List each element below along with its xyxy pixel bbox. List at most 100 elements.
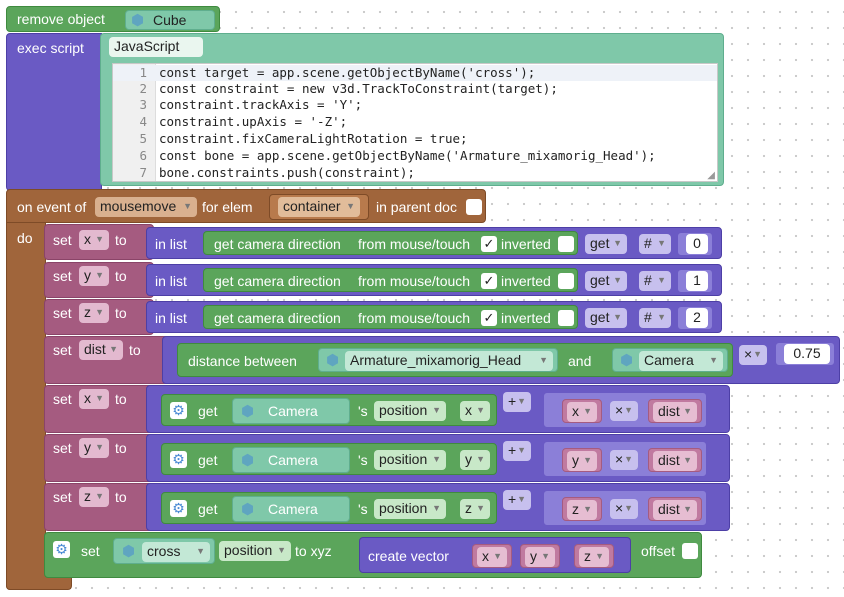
var-get-block[interactable]: dist▼	[648, 399, 702, 423]
get-position-block[interactable]: ⚙ get ⬢ Camera 's position▼ x▼	[161, 394, 497, 426]
distance-between-block[interactable]: distance between ⬢ Armature_mixamorig_He…	[177, 343, 733, 377]
var-get-dropdown[interactable]: y▼	[567, 451, 597, 471]
event-dropdown[interactable]: mousemove▼	[95, 197, 197, 217]
var-y-dropdown[interactable]: y▼	[79, 266, 109, 286]
var-get-block[interactable]: y▼	[562, 448, 602, 472]
get-dropdown[interactable]: get▼	[585, 271, 627, 291]
var-get-dropdown[interactable]: dist▼	[653, 500, 697, 520]
var-get-block[interactable]: x▼	[472, 544, 512, 568]
axis-dropdown[interactable]: z▼	[460, 499, 490, 519]
operator-dropdown[interactable]: +▼	[503, 490, 531, 510]
set-y-position-block[interactable]: set y▼ to	[44, 434, 154, 482]
multiply-block[interactable]: x▼ ×▼ dist▼	[543, 392, 707, 428]
var-get-dropdown[interactable]: y▼	[525, 547, 555, 567]
exec-script-block[interactable]: exec script	[6, 33, 102, 191]
camera-object-dropdown[interactable]: Camera▼	[639, 351, 723, 371]
index-field[interactable]: 1	[686, 271, 708, 291]
var-z-dropdown[interactable]: z▼	[79, 303, 109, 323]
property-dropdown[interactable]: position▼	[374, 499, 446, 519]
from-mouse-checkbox[interactable]: ✓	[481, 310, 497, 326]
code-line[interactable]: 7 bone.constraints.push(constraint);	[113, 165, 717, 181]
object-dropdown[interactable]: Cube	[153, 12, 187, 28]
offset-checkbox[interactable]	[682, 543, 698, 559]
camera-direction-block[interactable]: get camera direction from mouse/touch ✓ …	[203, 231, 578, 255]
property-dropdown[interactable]: position▼	[374, 450, 446, 470]
inverted-checkbox[interactable]	[558, 310, 574, 326]
inverted-checkbox[interactable]	[558, 273, 574, 289]
operator-dropdown[interactable]: +▼	[503, 441, 531, 461]
operator-dropdown[interactable]: ×▼	[610, 401, 638, 421]
var-z-dropdown[interactable]: z▼	[79, 487, 109, 507]
get-dropdown[interactable]: get▼	[585, 308, 627, 328]
index-mode-dropdown[interactable]: #▼	[639, 308, 671, 328]
var-get-dropdown[interactable]: x▼	[567, 402, 597, 422]
var-get-dropdown[interactable]: z▼	[567, 500, 597, 520]
index-block[interactable]: 2	[677, 306, 713, 330]
resize-handle-icon[interactable]: ◢	[707, 170, 715, 181]
object-selector[interactable]: ⬢ Cube	[125, 10, 215, 30]
in-parent-doc-checkbox[interactable]	[466, 199, 482, 215]
multiplier-block[interactable]: 0.75	[775, 342, 835, 366]
set-position-block[interactable]: ⚙ set ⬢ cross▼ position▼ to xyz create v…	[44, 532, 702, 578]
add-block-y[interactable]: ⚙ get ⬢ Camera 's position▼ y▼ +▼ y▼ ×▼ …	[146, 434, 730, 482]
code-line[interactable]: 2 const constraint = new v3d.TrackToCons…	[113, 81, 717, 97]
var-get-block[interactable]: z▼	[562, 497, 602, 521]
index-field[interactable]: 0	[686, 234, 708, 254]
set-x-position-block[interactable]: set x▼ to	[44, 385, 154, 433]
var-get-block[interactable]: z▼	[574, 544, 614, 568]
code-line[interactable]: 1 const target = app.scene.getObjectByNa…	[113, 65, 717, 81]
from-mouse-checkbox[interactable]: ✓	[481, 273, 497, 289]
var-dist-dropdown[interactable]: dist▼	[79, 340, 123, 360]
gear-icon[interactable]: ⚙	[170, 451, 187, 468]
get-position-block[interactable]: ⚙ get ⬢ Camera 's position▼ y▼	[161, 443, 497, 475]
var-get-dropdown[interactable]: x▼	[477, 547, 507, 567]
operator-dropdown[interactable]: ×▼	[739, 345, 767, 365]
language-dropdown[interactable]: JavaScript	[109, 37, 203, 57]
index-block[interactable]: 0	[677, 232, 713, 256]
code-line[interactable]: 4 constraint.upAxis = '-Z';	[113, 114, 717, 130]
var-get-block[interactable]: dist▼	[648, 448, 702, 472]
camera-object-block[interactable]: ⬢ Camera▼	[612, 348, 728, 372]
multiply-block[interactable]: z▼ ×▼ dist▼	[543, 490, 707, 526]
camera-object-label[interactable]: Camera	[268, 452, 318, 468]
elem-block[interactable]: container▼	[269, 194, 369, 220]
camera-direction-block[interactable]: get camera direction from mouse/touch ✓ …	[203, 305, 578, 329]
elem-dropdown[interactable]: container▼	[278, 197, 360, 217]
remove-object-block[interactable]: remove object ⬢ Cube	[6, 6, 220, 32]
cross-object-block[interactable]: ⬢ cross▼	[113, 538, 215, 564]
add-block-z[interactable]: ⚙ get ⬢ Camera 's position▼ z▼ +▼ z▼ ×▼ …	[146, 483, 730, 531]
var-get-block[interactable]: x▼	[562, 399, 602, 423]
index-block[interactable]: 1	[677, 269, 713, 293]
multiplier-field[interactable]: 0.75	[784, 344, 830, 364]
set-z-block[interactable]: set z▼ to	[44, 299, 154, 335]
var-x-dropdown[interactable]: x▼	[79, 389, 109, 409]
code-line[interactable]: 5 constraint.fixCameraLightRotation = tr…	[113, 131, 717, 147]
camera-object-block[interactable]: ⬢ Camera	[232, 496, 350, 522]
from-mouse-checkbox[interactable]: ✓	[481, 236, 497, 252]
var-get-block[interactable]: dist▼	[648, 497, 702, 521]
get-dropdown[interactable]: get▼	[585, 234, 627, 254]
camera-object-label[interactable]: Camera	[268, 403, 318, 419]
gear-icon[interactable]: ⚙	[53, 541, 70, 558]
in-list-block-x[interactable]: in list get camera direction from mouse/…	[146, 227, 722, 259]
var-y-dropdown[interactable]: y▼	[79, 438, 109, 458]
operator-dropdown[interactable]: +▼	[503, 392, 531, 412]
var-get-dropdown[interactable]: z▼	[579, 547, 609, 567]
operator-dropdown[interactable]: ×▼	[610, 450, 638, 470]
var-get-dropdown[interactable]: dist▼	[653, 402, 697, 422]
index-mode-dropdown[interactable]: #▼	[639, 271, 671, 291]
code-editor[interactable]: 1 const target = app.scene.getObjectByNa…	[112, 63, 718, 182]
get-position-block[interactable]: ⚙ get ⬢ Camera 's position▼ z▼	[161, 492, 497, 524]
operator-dropdown[interactable]: ×▼	[610, 499, 638, 519]
in-list-block-z[interactable]: in list get camera direction from mouse/…	[146, 301, 722, 333]
add-block-x[interactable]: ⚙ get ⬢ Camera 's position▼ x▼ +▼ x▼ ×▼ …	[146, 385, 730, 433]
set-dist-block[interactable]: set dist▼ to	[44, 336, 170, 384]
on-event-block[interactable]: on event of mousemove▼ for elem containe…	[6, 189, 486, 223]
multiply-block[interactable]: y▼ ×▼ dist▼	[543, 441, 707, 477]
code-line[interactable]: 3 constraint.trackAxis = 'Y';	[113, 97, 717, 113]
inverted-checkbox[interactable]	[558, 236, 574, 252]
gear-icon[interactable]: ⚙	[170, 500, 187, 517]
property-dropdown[interactable]: position▼	[219, 541, 291, 561]
head-object-dropdown[interactable]: Armature_mixamorig_Head▼	[345, 351, 553, 371]
index-mode-dropdown[interactable]: #▼	[639, 234, 671, 254]
